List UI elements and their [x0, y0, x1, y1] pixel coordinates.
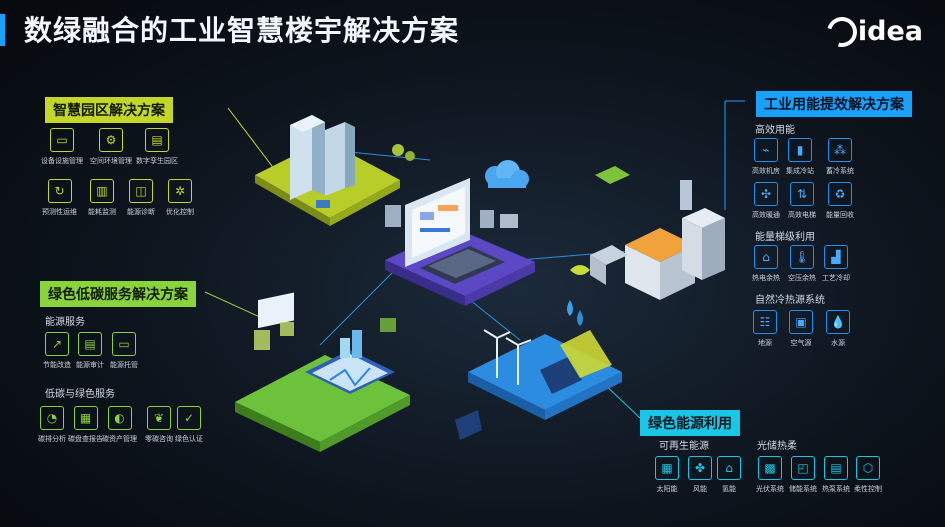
report-icon: ▦: [73, 406, 98, 430]
gear-icon: ⚙: [99, 128, 123, 152]
thermometer-icon: 🌡: [790, 245, 814, 269]
industrial-buildings: [570, 166, 725, 300]
certificate-icon: ✓: [177, 406, 201, 430]
ind-item-chiller[interactable]: ▮ 集成冷站: [786, 138, 814, 176]
ind-item-hvac[interactable]: ✣ 高效暖通: [752, 182, 780, 220]
ground-icon: ☷: [753, 310, 777, 334]
green-item-hydrogen[interactable]: ⌂ 氢能: [717, 456, 741, 494]
pie-chart-icon: ◔: [40, 406, 64, 430]
heat-pump-icon: ▤: [824, 456, 848, 480]
park-item-space-env[interactable]: ⚙ 空间环境管理: [90, 128, 132, 166]
ind-item-machine-room[interactable]: ⌁ 高效机房: [752, 138, 780, 176]
green-energy-label: 绿色能源利用: [640, 410, 740, 436]
pv-icon: ▩: [758, 456, 782, 480]
low-carbon-heading: 低碳与绿色服务: [45, 389, 115, 400]
carbon-item-emission[interactable]: ◔ 碳排分析: [38, 406, 66, 444]
carbon-item-audit[interactable]: ▤ 能源审计: [76, 332, 104, 370]
carbon-item-asset[interactable]: ◐ 碳资产管理: [102, 406, 137, 444]
carbon-item-retrofit[interactable]: ↗ 节能改造: [43, 332, 71, 370]
energy-service-heading: 能源服务: [45, 317, 85, 328]
ind-item-compressor[interactable]: 🌡 空压余热: [788, 245, 816, 283]
park-item-digital-twin[interactable]: ▤ 数字孪生园区: [136, 128, 178, 166]
hexagon-icon: ⬡: [856, 456, 880, 480]
green-energy-platform: [455, 300, 622, 440]
trend-icon: ↗: [45, 332, 69, 356]
cascade-heading: 能量梯级利用: [755, 232, 815, 243]
park-connector: [227, 107, 276, 171]
ind-item-ground-source[interactable]: ☷ 地源: [753, 310, 777, 348]
fan-unit-icon: ▣: [789, 310, 813, 334]
park-solution-label: 智慧园区解决方案: [45, 97, 173, 123]
ind-item-process-cooling[interactable]: ▟ 工艺冷却: [822, 245, 850, 283]
leaf-icon: ❦: [147, 406, 171, 430]
carbon-solution-label: 绿色低碳服务解决方案: [40, 281, 196, 307]
screen-icon: ◫: [129, 179, 153, 203]
industrial-solution-label: 工业用能提效解决方案: [756, 91, 912, 117]
storage-heading: 光储热柔: [757, 441, 797, 452]
recycle-icon: ♻: [828, 182, 852, 206]
wind-icon: ✤: [688, 456, 712, 480]
factory-icon: ▟: [824, 245, 848, 269]
carbon-item-certify[interactable]: ✓ 绿色认证: [175, 406, 203, 444]
plug-icon: ⌁: [754, 138, 778, 162]
natural-heading: 自然冷热源系统: [755, 295, 825, 306]
ind-item-recovery[interactable]: ♻ 能量回收: [826, 182, 854, 220]
chart-icon: ▥: [90, 179, 114, 203]
park-item-predictive[interactable]: ↻ 预测性运维: [42, 179, 77, 217]
park-platform: [255, 115, 415, 226]
green-item-storage[interactable]: ◰ 储能系统: [789, 456, 817, 494]
solar-panel-icon: ▦: [655, 456, 679, 480]
ind-item-water-source[interactable]: 💧 水源: [826, 310, 850, 348]
park-item-energy-diagnosis[interactable]: ◫ 能源诊断: [127, 179, 155, 217]
storage-icon: ◰: [791, 456, 815, 480]
house-icon: ⌂: [754, 245, 778, 269]
ind-item-air-source[interactable]: ▣ 空气源: [789, 310, 813, 348]
park-item-energy-monitor[interactable]: ▥ 能耗监测: [88, 179, 116, 217]
efficient-heading: 高效用能: [755, 125, 795, 136]
droplets-icon: ⁂: [828, 138, 852, 162]
page-title: 数绿融合的工业智慧楼宇解决方案: [24, 14, 460, 47]
carbon-item-inventory[interactable]: ▦ 碳盘查报告: [68, 406, 103, 444]
carbon-item-hosting[interactable]: ▭ 能源托管: [110, 332, 138, 370]
cycle-icon: ↻: [47, 179, 72, 203]
park-item-optimize[interactable]: ✲ 优化控制: [166, 179, 194, 217]
clipboard-icon: ▤: [78, 332, 102, 356]
green-item-heat-pump[interactable]: ▤ 热泵系统: [822, 456, 850, 494]
piggy-bank-icon: ◐: [107, 406, 132, 430]
ind-item-heat-power[interactable]: ⌂ 热电余热: [752, 245, 780, 283]
water-drop-icon: 💧: [826, 310, 850, 334]
green-item-solar[interactable]: ▦ 太阳能: [655, 456, 679, 494]
settings-icon: ✲: [168, 179, 192, 203]
renewable-heading: 可再生能源: [659, 441, 709, 452]
carbon-connector: [204, 291, 263, 319]
carbon-item-consult[interactable]: ❦ 零碳咨询: [145, 406, 173, 444]
battery-icon: ▮: [788, 138, 812, 162]
park-item-facility[interactable]: ▭ 设备设施管理: [41, 128, 83, 166]
brand-wordmark: idea: [857, 16, 923, 47]
fan-icon: ✣: [754, 182, 778, 206]
green-item-pv[interactable]: ▩ 光伏系统: [756, 456, 784, 494]
monitor-icon: ▭: [50, 128, 74, 152]
document-icon: ▤: [145, 128, 169, 152]
green-item-wind[interactable]: ✤ 风能: [688, 456, 712, 494]
ind-item-cold-storage[interactable]: ⁂ 蓄冷系统: [826, 138, 854, 176]
central-platform: [385, 160, 535, 306]
carbon-platform: [235, 292, 410, 452]
green-item-flex-control[interactable]: ⬡ 柔性控制: [854, 456, 882, 494]
ind-item-elevator[interactable]: ⇅ 高效电梯: [788, 182, 816, 220]
house-energy-icon: ⌂: [717, 456, 741, 480]
monitor-icon: ▭: [112, 332, 136, 356]
brand-logo: idea: [821, 11, 923, 52]
elevator-icon: ⇅: [790, 182, 814, 206]
title-accent-bar: [0, 14, 5, 46]
